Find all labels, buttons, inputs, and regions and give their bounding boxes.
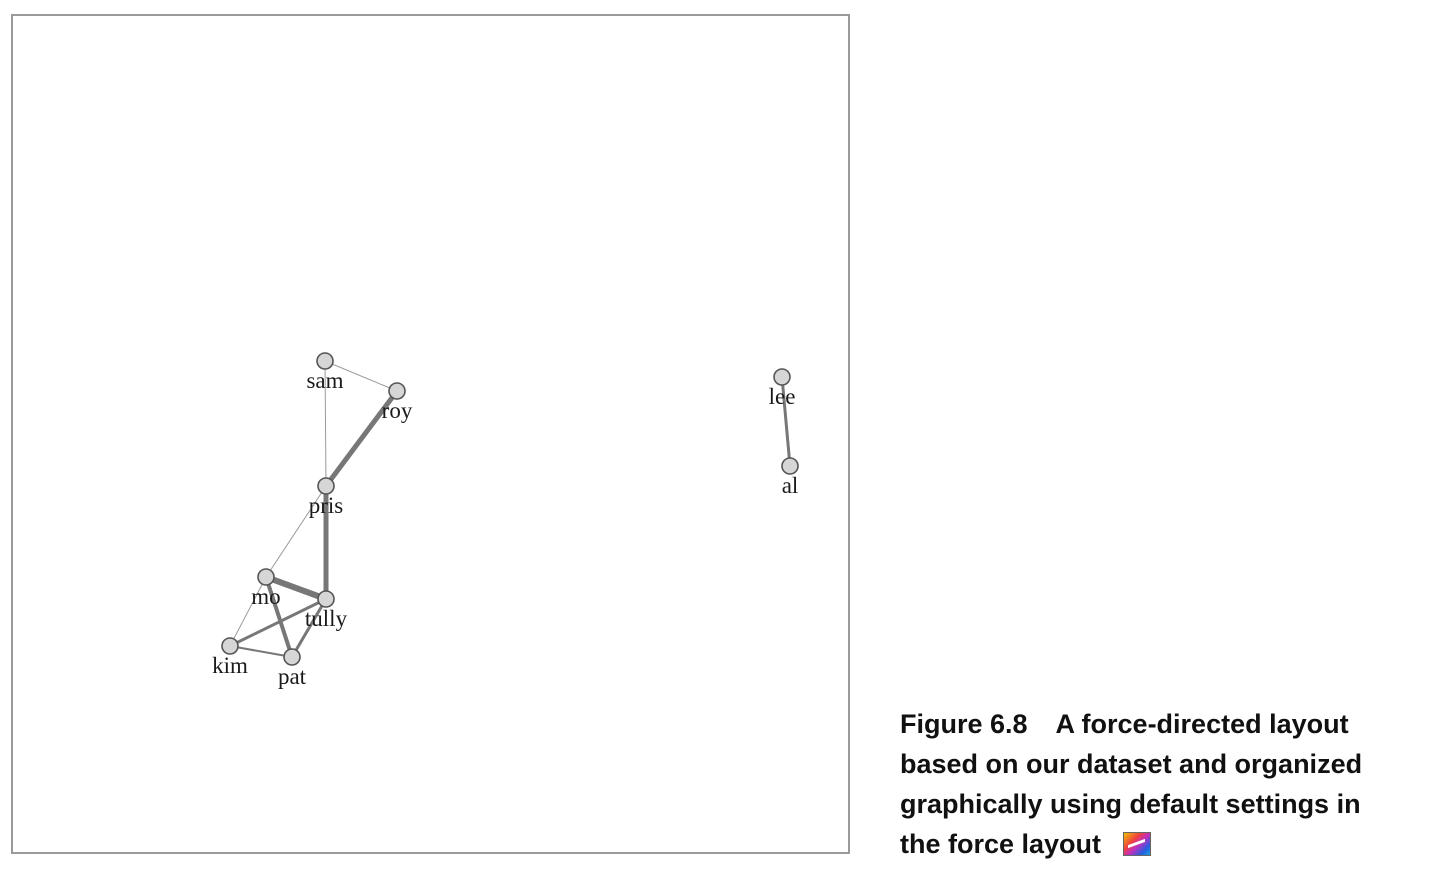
edge-roy-pris	[323, 389, 400, 488]
node-mo[interactable]	[257, 568, 275, 586]
node-label-lee: lee	[769, 384, 796, 409]
edge-kim-pat	[229, 645, 293, 658]
caption-text-4: the force layout	[900, 829, 1102, 859]
color-figure-icon	[1123, 832, 1152, 856]
node-label-roy: roy	[382, 398, 413, 423]
edge-sam-roy	[324, 360, 398, 392]
node-label-al: al	[782, 473, 799, 498]
graph-edges	[229, 360, 792, 658]
node-kim[interactable]	[221, 637, 239, 655]
caption-text-1: A force-directed layout	[1055, 709, 1349, 739]
node-pris[interactable]	[317, 477, 335, 495]
node-al[interactable]	[781, 457, 799, 475]
edge-mo-kim	[229, 576, 267, 647]
figure-caption: Figure 6.8 A force-directed layout based …	[900, 704, 1424, 864]
edge-mo-tully	[264, 574, 328, 602]
node-lee[interactable]	[773, 368, 791, 386]
node-label-kim: kim	[212, 653, 248, 678]
caption-line-2: based on our dataset and organized	[900, 749, 1363, 779]
edge-lee-al	[780, 376, 792, 467]
edge-pris-mo	[265, 485, 327, 578]
graph-nodes	[221, 352, 799, 666]
node-sam[interactable]	[316, 352, 334, 370]
node-tully[interactable]	[317, 590, 335, 608]
caption-line-3: graphically using default settings in	[900, 789, 1361, 819]
node-roy[interactable]	[388, 382, 406, 400]
edge-mo-pat	[264, 576, 294, 658]
caption-line-4: the force layout	[900, 824, 1424, 864]
node-pat[interactable]	[283, 648, 301, 666]
node-label-tully: tully	[305, 606, 348, 631]
edge-tully-kim	[229, 597, 327, 648]
edge-sam-pris	[324, 360, 327, 487]
node-label-sam: sam	[306, 368, 343, 393]
node-label-pris: pris	[309, 493, 344, 518]
edge-tully-pat	[290, 598, 328, 658]
figure-number: Figure 6.8	[900, 709, 1028, 739]
node-label-mo: mo	[251, 584, 280, 609]
caption-line-1: Figure 6.8 A force-directed layout	[900, 704, 1424, 744]
node-label-pat: pat	[278, 664, 307, 689]
